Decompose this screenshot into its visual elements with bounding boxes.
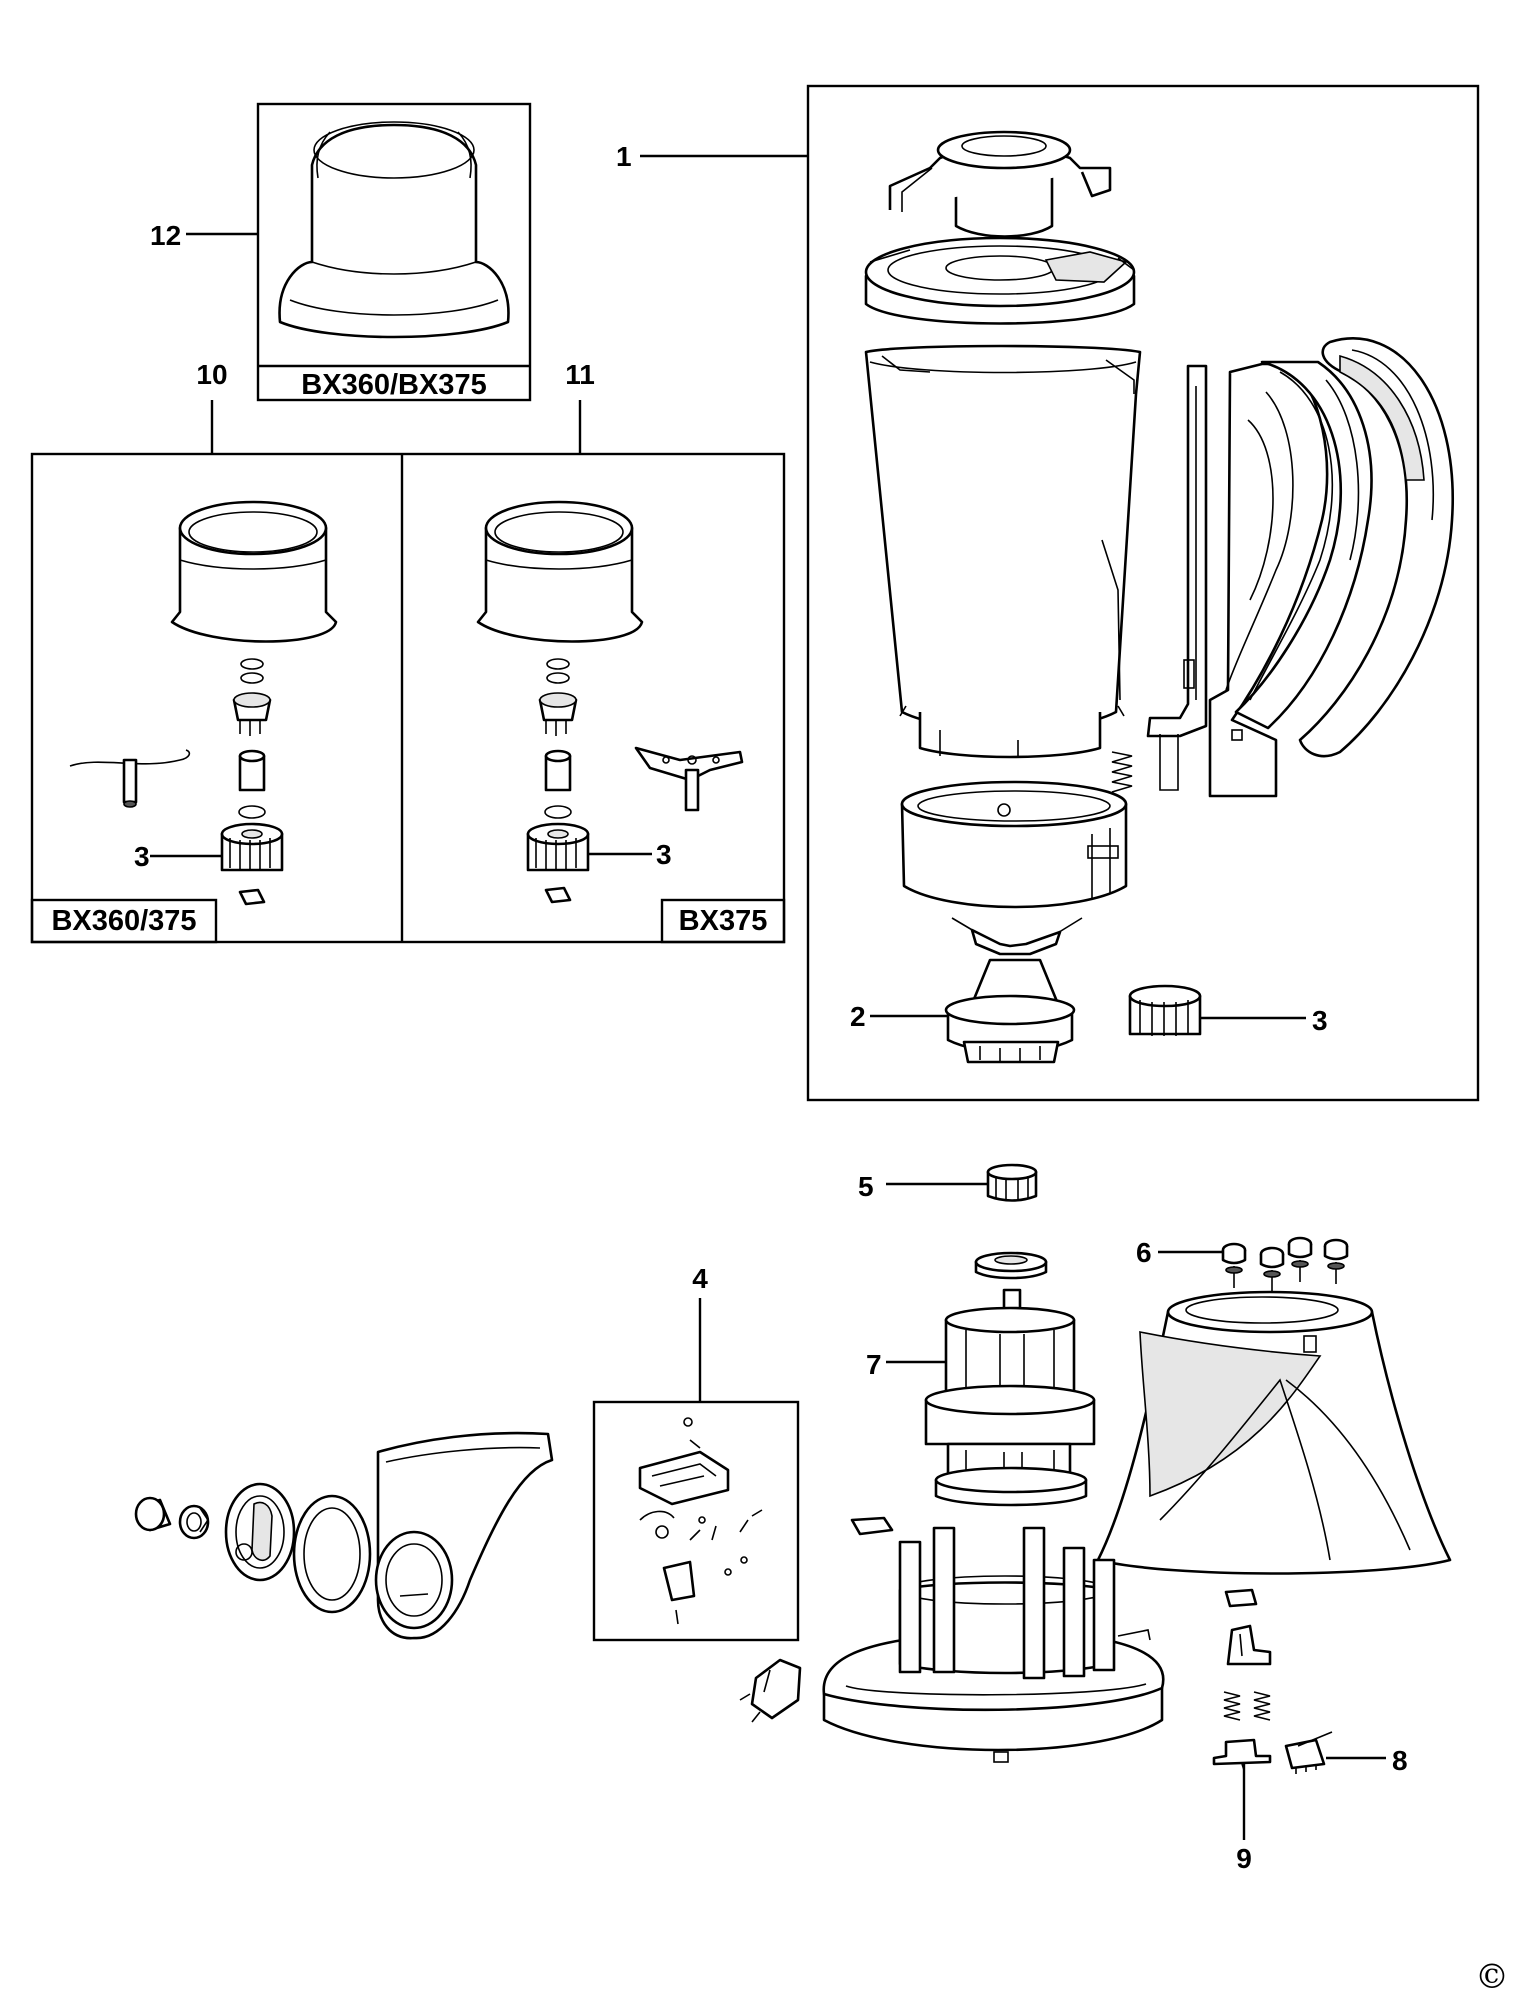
part-10-coupler xyxy=(238,888,266,906)
part-2-blade-assembly xyxy=(944,917,1083,1064)
model-label-bx360-375: BX360/375 xyxy=(51,905,196,937)
label-part-9: 9 xyxy=(1236,1843,1252,1874)
part-1-handle-grip xyxy=(1234,360,1373,730)
part-1-measuring-cap xyxy=(888,130,1112,238)
label-part-6: 6 xyxy=(1136,1237,1152,1268)
part-motor-housing xyxy=(1096,1290,1452,1575)
part-1-lid xyxy=(864,236,1136,325)
label-part-7: 7 xyxy=(866,1349,882,1380)
box-10-11-group: 10 11 BX360/375 BX375 xyxy=(30,359,786,944)
part-10-bowl xyxy=(170,500,338,643)
part-9-actuator xyxy=(1212,1738,1272,1771)
label-part-3-middle: 3 xyxy=(656,839,672,870)
part-power-connector xyxy=(739,1658,802,1723)
box-10-11-frame xyxy=(30,452,786,944)
label-part-12: 12 xyxy=(150,220,181,251)
part-control-cover xyxy=(374,1431,554,1640)
part-dial-knob xyxy=(224,1482,296,1582)
label-part-4: 4 xyxy=(692,1263,708,1294)
part-7-motor xyxy=(924,1288,1096,1507)
part-11-bowl xyxy=(476,500,644,643)
copyright-mark: © xyxy=(1475,1957,1509,1997)
part-dial-button xyxy=(134,1496,172,1532)
part-4-switch-box xyxy=(592,1400,800,1642)
part-dial-ring xyxy=(292,1494,372,1614)
part-4-frame xyxy=(592,1400,800,1642)
part-8-microswitch xyxy=(1284,1731,1333,1774)
label-part-2: 2 xyxy=(850,1001,866,1032)
part-1-handle-strip xyxy=(1146,364,1208,791)
part-switch-cap xyxy=(1224,1588,1258,1608)
part-5-coupling xyxy=(986,1163,1038,1202)
label-part-3-right: 3 xyxy=(1312,1005,1328,1036)
foot-3 xyxy=(1287,1236,1313,1282)
label-part-8: 8 xyxy=(1392,1745,1408,1776)
part-10-seals xyxy=(232,658,272,819)
part-1-jug xyxy=(864,344,1142,759)
part-dial-spring xyxy=(178,1504,210,1540)
label-part-1: 1 xyxy=(616,141,632,172)
part-7-washer xyxy=(974,1251,1048,1280)
label-part-11: 11 xyxy=(565,359,595,390)
part-10-blade xyxy=(69,749,191,808)
part-3-drive-left xyxy=(220,822,284,872)
part-base xyxy=(822,1516,1165,1763)
foot-1 xyxy=(1221,1242,1247,1288)
part-1-spring xyxy=(1111,751,1133,793)
box-12-frame xyxy=(256,102,532,402)
model-label-bx360-bx375: BX360/BX375 xyxy=(301,369,486,401)
part-3-drive-right xyxy=(1128,984,1202,1036)
box-1-frame xyxy=(806,84,1480,1102)
part-11-coupler xyxy=(544,886,572,904)
box-1-group: 1 xyxy=(616,84,1480,1102)
part-1-jug-base xyxy=(900,780,1128,909)
part-11-blade xyxy=(634,746,744,812)
part-6-feet-screws xyxy=(1221,1236,1349,1292)
foot-2 xyxy=(1259,1246,1285,1292)
part-12-cover xyxy=(278,121,510,339)
box-10-label-tab xyxy=(30,898,218,944)
label-part-3-left: 3 xyxy=(134,841,150,872)
foot-4 xyxy=(1323,1238,1349,1284)
box-11-label-tab xyxy=(660,898,786,944)
model-label-bx375: BX375 xyxy=(679,905,768,937)
part-springs-pair xyxy=(1223,1691,1271,1721)
part-1-handle-cover xyxy=(1298,337,1455,758)
part-1-handle-frame xyxy=(1208,362,1329,798)
box-12-group: BX360/BX375 12 xyxy=(150,102,532,402)
part-switch-lever xyxy=(1226,1624,1272,1666)
part-3-drive-middle xyxy=(526,822,590,872)
part-11-seals xyxy=(538,658,578,819)
label-part-5: 5 xyxy=(858,1171,874,1202)
label-part-10: 10 xyxy=(196,359,227,390)
